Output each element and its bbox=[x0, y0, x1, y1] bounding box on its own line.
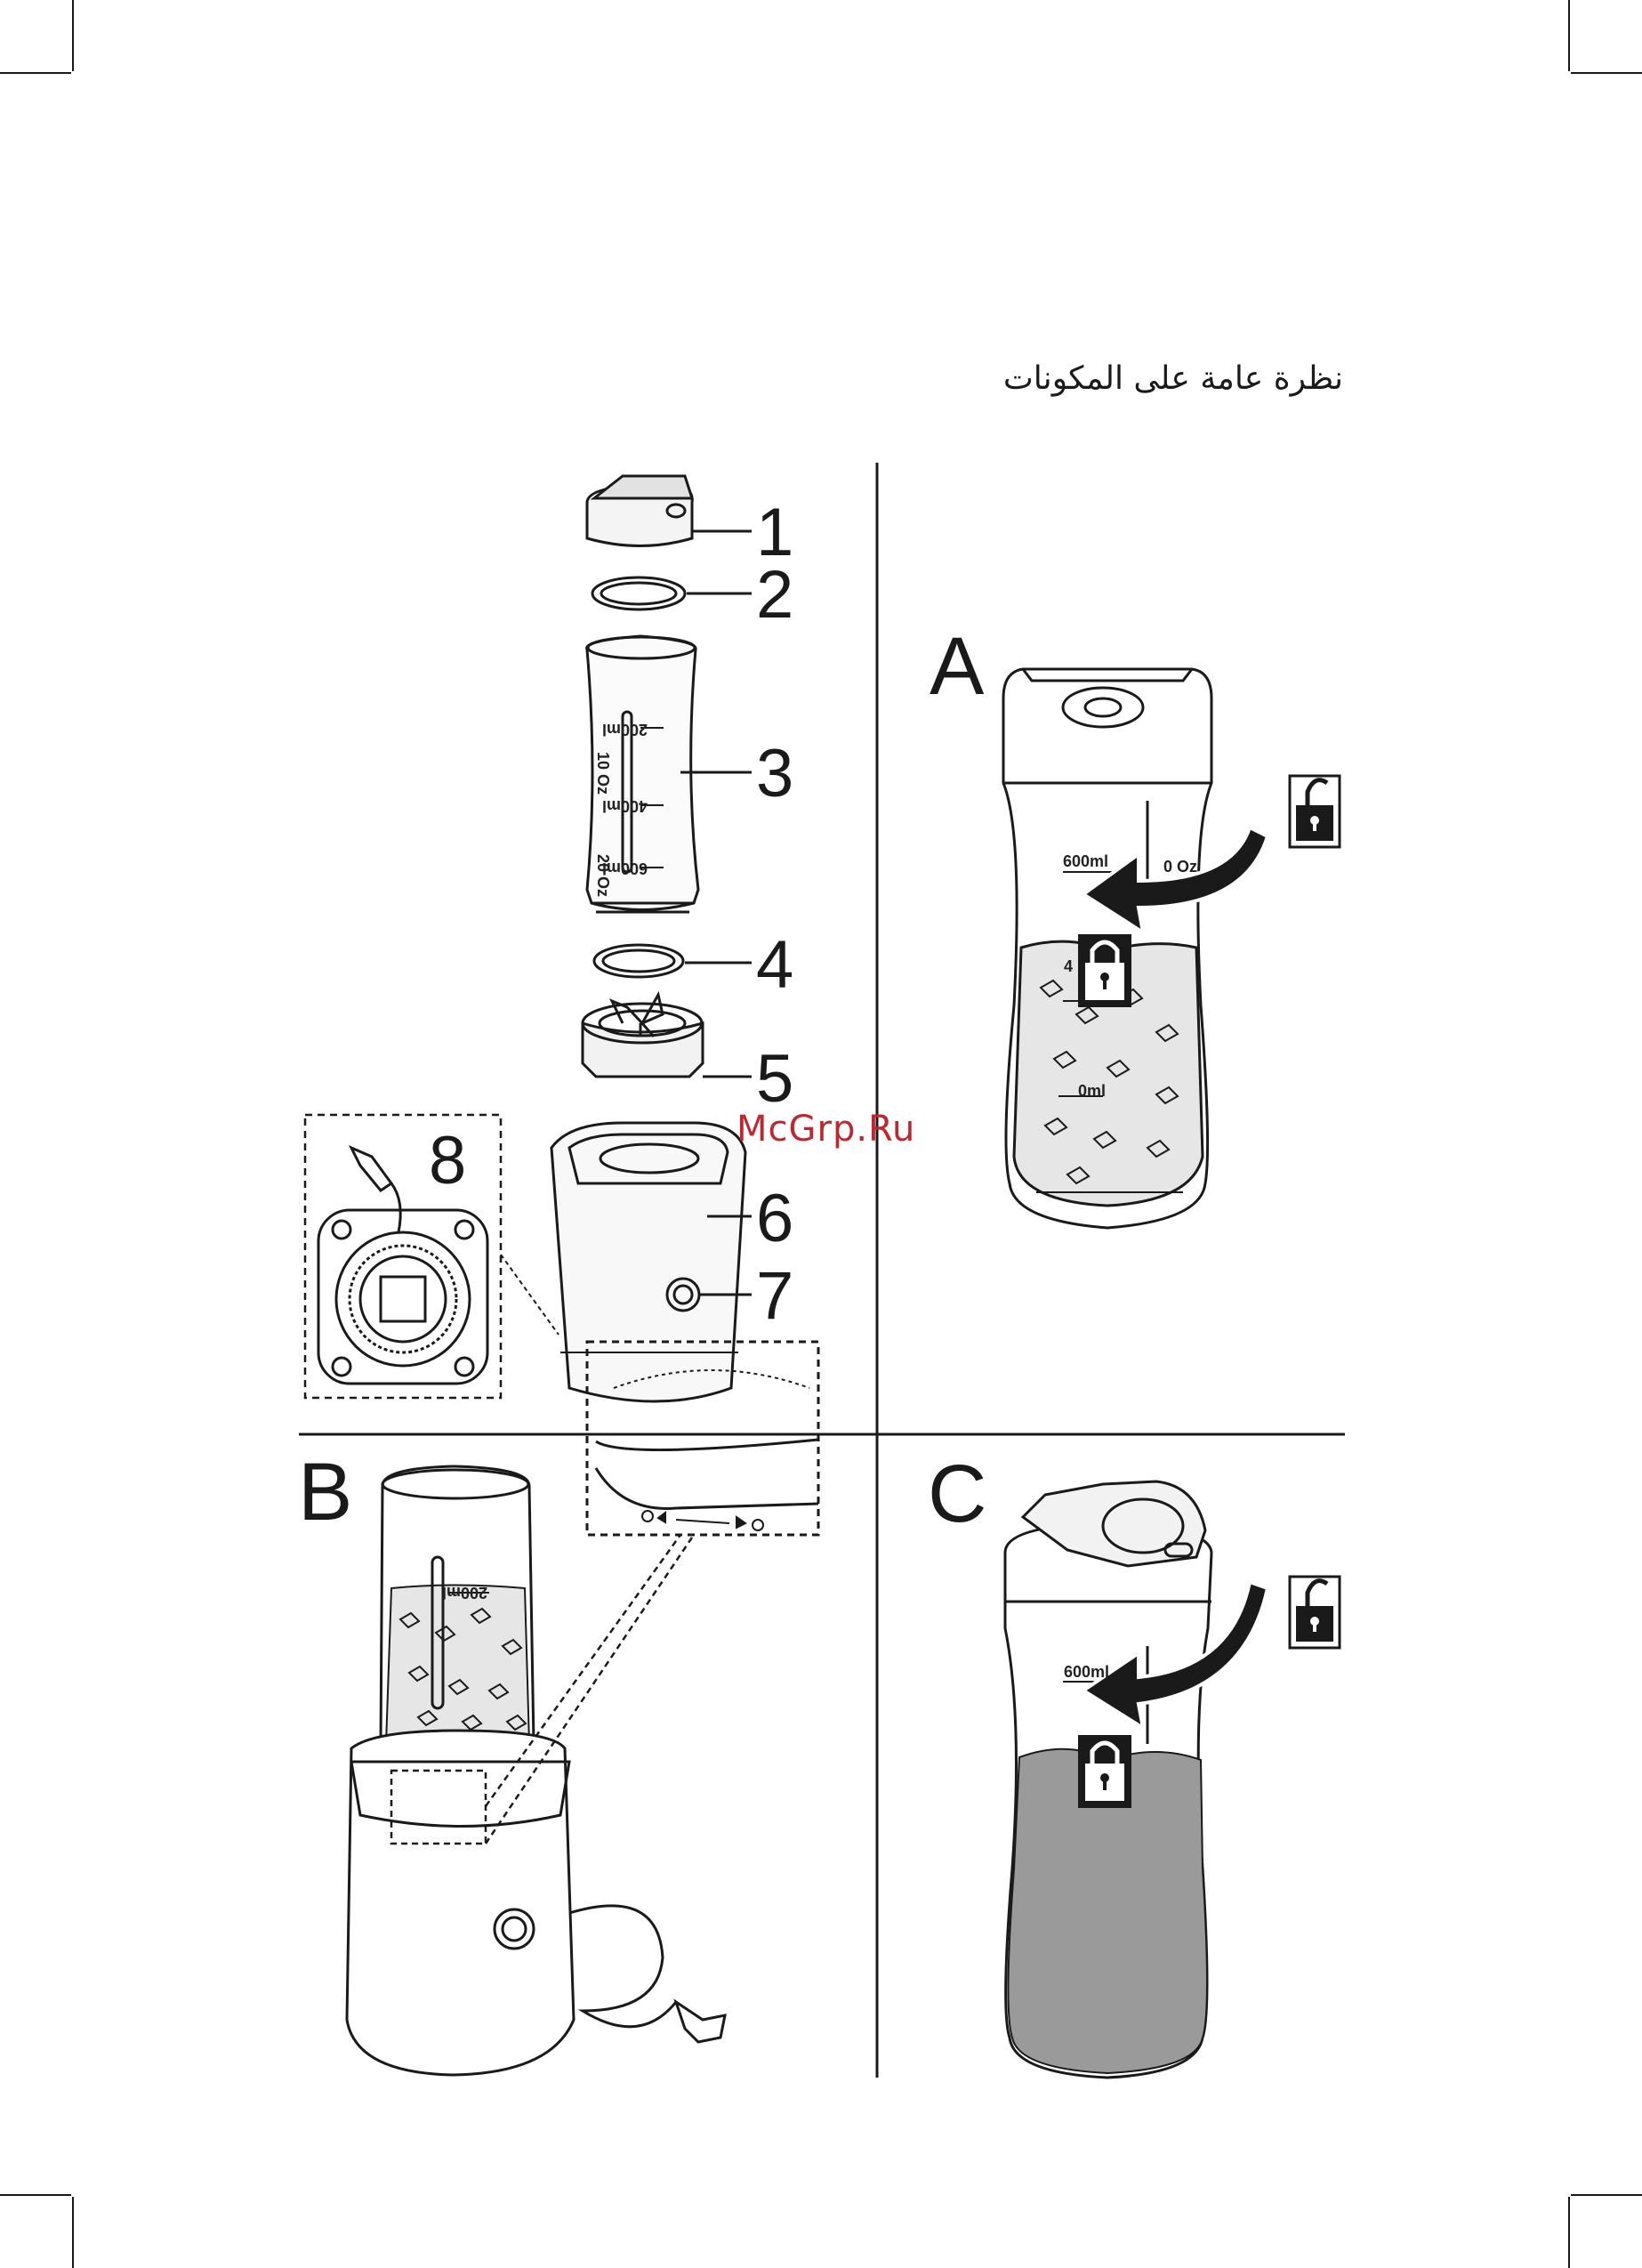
scale-400ml: 400ml bbox=[602, 797, 648, 815]
part-seal-ring-top bbox=[592, 577, 752, 609]
panel-b: B bbox=[298, 1342, 818, 2075]
panel-b-scale-200ml: 200ml bbox=[442, 1584, 487, 1602]
part-motor-base bbox=[551, 1123, 752, 1401]
unlock-icon-a bbox=[1290, 776, 1340, 847]
lock-icon-a bbox=[1078, 934, 1131, 1007]
exploded-view bbox=[305, 476, 752, 1401]
callout-2: 2 bbox=[756, 557, 793, 633]
panel-c-scale-600ml: 600ml bbox=[1064, 1663, 1109, 1681]
scale-20oz: 20 Oz bbox=[594, 854, 612, 897]
panel-c-letter: C bbox=[928, 1449, 986, 1539]
callout-4: 4 bbox=[756, 927, 793, 1003]
part-lid bbox=[587, 476, 752, 546]
callout-6: 6 bbox=[756, 1181, 793, 1256]
callout-7: 7 bbox=[756, 1258, 793, 1334]
scale-10oz: 10 Oz bbox=[594, 752, 612, 795]
panel-a-scale-400: 4 bbox=[1064, 957, 1073, 975]
panel-a-scale-oz: 0 Oz bbox=[1163, 858, 1197, 876]
callout-8: 8 bbox=[429, 1123, 466, 1199]
unlock-icon-c bbox=[1290, 1577, 1340, 1648]
callout-5: 5 bbox=[756, 1041, 793, 1117]
part-seal-ring-bottom bbox=[594, 945, 752, 977]
panel-a: A bbox=[930, 621, 1340, 1228]
panel-a-letter: A bbox=[930, 621, 985, 712]
part-blade-assembly bbox=[583, 995, 752, 1077]
lock-arrow-detail bbox=[642, 1511, 763, 1530]
panel-b-letter: B bbox=[298, 1447, 352, 1538]
panel-a-scale-600ml: 600ml bbox=[1063, 852, 1108, 870]
panel-a-scale-200: 0ml bbox=[1078, 1082, 1106, 1100]
watermark: McGrp.Ru bbox=[736, 1109, 915, 1150]
panel-c: C bbox=[928, 1449, 1340, 2078]
callout-3: 3 bbox=[756, 736, 793, 811]
lock-icon-c bbox=[1078, 1735, 1131, 1808]
scale-200ml: 200ml bbox=[602, 721, 648, 739]
